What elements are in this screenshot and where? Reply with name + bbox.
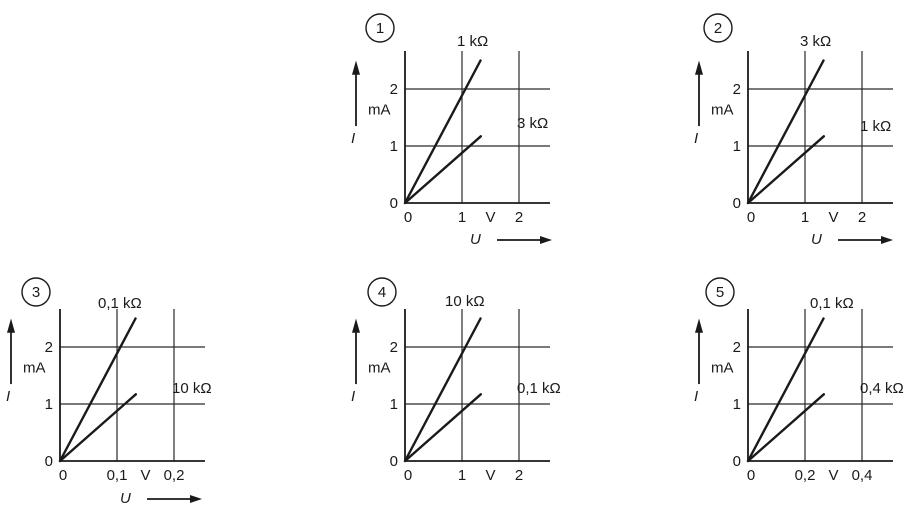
x-tick-label: 1 [458, 467, 466, 484]
series-line [746, 135, 826, 205]
badge-number: 4 [378, 284, 386, 301]
x-tick-label: 0,4 [852, 467, 873, 484]
x-tick-label: 2 [858, 209, 866, 226]
series-label: 1 kΩ [457, 33, 488, 50]
badge-circle [365, 13, 395, 43]
y-unit-label: mA [368, 360, 391, 377]
x-tick-label: 0 [59, 467, 67, 484]
y-tick-label: 1 [390, 396, 398, 413]
series-line [746, 317, 825, 463]
x-unit-label: V [828, 467, 838, 484]
panel-number-badge: 5 [705, 277, 735, 307]
x-unit-label: V [485, 209, 495, 226]
series-label: 3 kΩ [517, 115, 548, 132]
x-unit-label: V [140, 467, 150, 484]
y-tick-label: 1 [733, 138, 741, 155]
x-arrow-head [190, 495, 202, 503]
panel-number-badge: 4 [367, 277, 397, 307]
y-tick-label: 1 [390, 138, 398, 155]
x-tick-label: 0 [404, 467, 412, 484]
series-line [403, 393, 483, 463]
chart-panel-5: 5 0 1 2 0 0,2 0,4 VmA I 0,1 kΩ 0,4 kΩ [694, 277, 904, 484]
y-axis-label: I [694, 130, 698, 147]
x-unit-label: V [828, 209, 838, 226]
badge-circle [705, 277, 735, 307]
panel-number-badge: 1 [365, 13, 395, 43]
series-line [746, 59, 825, 205]
series-label: 0,1 kΩ [810, 295, 854, 312]
x-tick-label: 0,1 [107, 467, 128, 484]
y-arrow-head [352, 60, 360, 75]
y-arrow-head [352, 318, 360, 333]
y-arrow-head [7, 318, 15, 333]
series-label: 0,1 kΩ [98, 295, 142, 312]
series-line [58, 393, 138, 463]
series-label: 1 kΩ [860, 118, 891, 135]
y-tick-label: 1 [733, 396, 741, 413]
x-tick-label: 2 [515, 467, 523, 484]
x-arrow-head [881, 236, 893, 244]
y-tick-label: 2 [390, 339, 398, 356]
y-unit-label: mA [23, 360, 46, 377]
y-tick-label: 0 [390, 195, 398, 212]
y-tick-label: 0 [733, 195, 741, 212]
series-label: 10 kΩ [172, 380, 212, 397]
x-tick-label: 0,2 [795, 467, 816, 484]
y-tick-label: 2 [733, 81, 741, 98]
x-unit-label: V [485, 467, 495, 484]
y-tick-label: 1 [45, 396, 53, 413]
x-tick-label: 0 [747, 467, 755, 484]
series-line [746, 393, 826, 463]
series-label: 0,1 kΩ [517, 380, 561, 397]
y-tick-label: 2 [45, 339, 53, 356]
badge-number: 1 [376, 20, 384, 37]
x-axis-label: U [811, 231, 822, 248]
y-tick-label: 0 [390, 453, 398, 470]
x-tick-label: 0,2 [164, 467, 185, 484]
y-tick-label: 0 [733, 453, 741, 470]
x-arrow-head [540, 236, 552, 244]
y-axis-label: I [351, 130, 355, 147]
badge-number: 3 [32, 284, 40, 301]
badge-number: 5 [716, 284, 724, 301]
x-axis-label: U [120, 490, 131, 507]
badge-number: 2 [714, 20, 722, 37]
y-unit-label: mA [711, 360, 734, 377]
badge-circle [367, 277, 397, 307]
y-unit-label: mA [711, 102, 734, 119]
series-line [403, 135, 483, 205]
series-line [403, 317, 482, 463]
y-arrow-head [695, 60, 703, 75]
y-unit-label: mA [368, 102, 391, 119]
panel-number-badge: 2 [703, 13, 733, 43]
x-tick-label: 1 [801, 209, 809, 226]
series-line [403, 59, 482, 205]
y-arrow-head [695, 318, 703, 333]
x-tick-label: 2 [515, 209, 523, 226]
x-tick-label: 0 [404, 209, 412, 226]
series-line [58, 317, 137, 463]
x-tick-label: 0 [747, 209, 755, 226]
y-tick-label: 0 [45, 453, 53, 470]
y-axis-label: I [351, 388, 355, 405]
series-label: 3 kΩ [800, 33, 831, 50]
y-axis-label: I [6, 388, 10, 405]
y-tick-label: 2 [733, 339, 741, 356]
panel-number-badge: 3 [21, 277, 51, 307]
series-label: 10 kΩ [445, 293, 485, 310]
badge-circle [21, 277, 51, 307]
x-tick-label: 1 [458, 209, 466, 226]
chart-panel-3: 3 0 1 2 0 0,1 0,2 VmA I U 0,1 kΩ 10 kΩ [6, 277, 212, 507]
y-tick-label: 2 [390, 81, 398, 98]
x-axis-label: U [470, 231, 481, 248]
series-label: 0,4 kΩ [860, 380, 904, 397]
y-axis-label: I [694, 388, 698, 405]
badge-circle [703, 13, 733, 43]
